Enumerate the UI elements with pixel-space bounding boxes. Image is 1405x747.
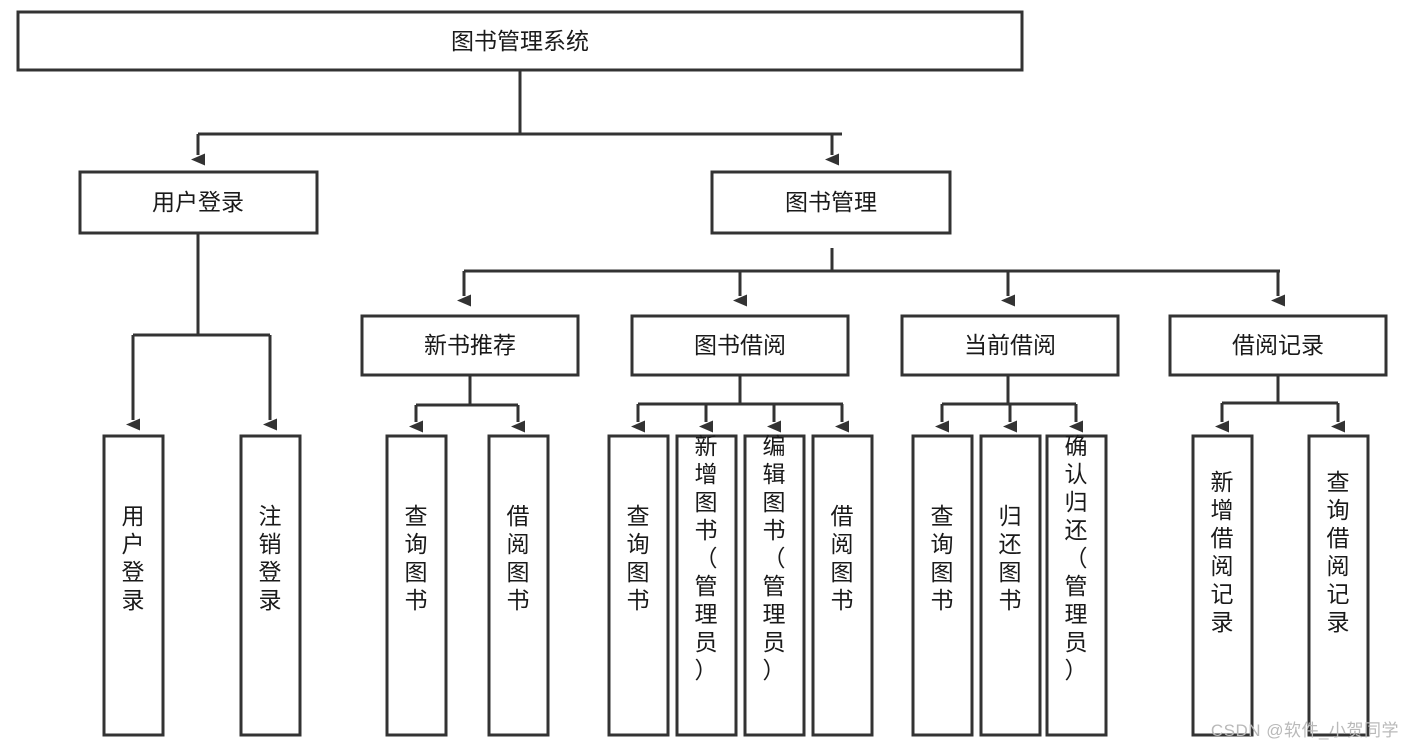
leaf-borrow-record-1-label: 新增借阅记录: [1211, 469, 1234, 635]
leaf-book-borrow-1-box[interactable]: [607, 434, 670, 737]
leaf-new-book-2-box[interactable]: [487, 434, 550, 737]
node-current-borrow-label: 当前借阅: [964, 332, 1056, 358]
leaf-user-login-1-box[interactable]: [102, 434, 165, 737]
node-book-borrow-label: 图书借阅: [694, 332, 786, 358]
leaf-book-borrow-2[interactable]: 新增图书（管理员）: [675, 433, 738, 737]
leaf-new-book-1-label: 查询图书: [405, 503, 428, 613]
node-new-book-recommend-box[interactable]: [360, 314, 580, 377]
leaf-book-borrow-4[interactable]: 借阅图书: [811, 434, 874, 737]
node-user-login[interactable]: 用户登录: [78, 170, 319, 235]
leaf-book-borrow-2-label: 新增图书（管理员）: [695, 433, 718, 683]
leaf-current-borrow-3-label: 确认归还（管理员）: [1065, 433, 1088, 683]
node-user-login-label: 用户登录: [152, 189, 244, 215]
leaf-borrow-record-2-label: 查询借阅记录: [1327, 469, 1350, 635]
leaf-user-login-2[interactable]: 注销登录: [239, 434, 302, 737]
node-root[interactable]: 图书管理系统: [16, 10, 1024, 72]
leaf-book-borrow-4-label: 借阅图书: [831, 503, 854, 613]
leaf-borrow-record-1-box[interactable]: [1191, 434, 1254, 737]
node-book-borrow[interactable]: 图书借阅: [630, 314, 850, 377]
leaf-book-borrow-3-label: 编辑图书（管理员）: [763, 433, 786, 683]
leaf-book-borrow-1[interactable]: 查询图书: [607, 434, 670, 737]
leaf-current-borrow-2-box[interactable]: [979, 434, 1042, 737]
leaf-new-book-1-box[interactable]: [385, 434, 448, 737]
node-root-box[interactable]: [16, 10, 1024, 72]
leaf-book-borrow-3-box[interactable]: [743, 434, 806, 737]
node-root-label: 图书管理系统: [451, 28, 589, 54]
node-user-login-box[interactable]: [78, 170, 319, 235]
leaf-borrow-record-2-box[interactable]: [1307, 434, 1370, 737]
leaf-current-borrow-1[interactable]: 查询图书: [911, 434, 974, 737]
node-book-manage-box[interactable]: [710, 170, 952, 235]
leaf-current-borrow-1-label: 查询图书: [931, 503, 954, 613]
node-book-borrow-box[interactable]: [630, 314, 850, 377]
leaf-book-borrow-1-label: 查询图书: [627, 503, 650, 613]
leaf-current-borrow-3-box[interactable]: [1045, 434, 1108, 737]
node-new-book-recommend-label: 新书推荐: [424, 332, 516, 358]
leaf-user-login-1-label: 用户登录: [122, 503, 145, 613]
connector-layer: [126, 70, 1345, 433]
leaf-new-book-2[interactable]: 借阅图书: [487, 434, 550, 737]
node-new-book-recommend[interactable]: 新书推荐: [360, 314, 580, 377]
node-borrow-record[interactable]: 借阅记录: [1168, 314, 1388, 377]
leaf-book-borrow-3[interactable]: 编辑图书（管理员）: [743, 433, 806, 737]
leaf-book-borrow-2-box[interactable]: [675, 434, 738, 737]
leaf-user-login-1[interactable]: 用户登录: [102, 434, 165, 737]
leaf-book-borrow-4-box[interactable]: [811, 434, 874, 737]
node-current-borrow[interactable]: 当前借阅: [900, 314, 1120, 377]
leaf-user-login-2-label: 注销登录: [259, 503, 282, 613]
leaf-current-borrow-2[interactable]: 归还图书: [979, 434, 1042, 737]
leaf-new-book-2-label: 借阅图书: [507, 503, 530, 613]
leaf-borrow-record-1[interactable]: 新增借阅记录: [1191, 434, 1254, 737]
node-current-borrow-box[interactable]: [900, 314, 1120, 377]
leaf-current-borrow-2-label: 归还图书: [999, 503, 1022, 613]
leaf-current-borrow-1-box[interactable]: [911, 434, 974, 737]
leaf-current-borrow-3[interactable]: 确认归还（管理员）: [1045, 433, 1108, 737]
leaf-new-book-1[interactable]: 查询图书: [385, 434, 448, 737]
leaf-borrow-record-2[interactable]: 查询借阅记录: [1307, 434, 1370, 737]
node-borrow-record-label: 借阅记录: [1232, 332, 1324, 358]
node-borrow-record-box[interactable]: [1168, 314, 1388, 377]
node-book-manage[interactable]: 图书管理: [710, 170, 952, 235]
node-book-manage-label: 图书管理: [785, 189, 877, 215]
leaf-user-login-2-box[interactable]: [239, 434, 302, 737]
